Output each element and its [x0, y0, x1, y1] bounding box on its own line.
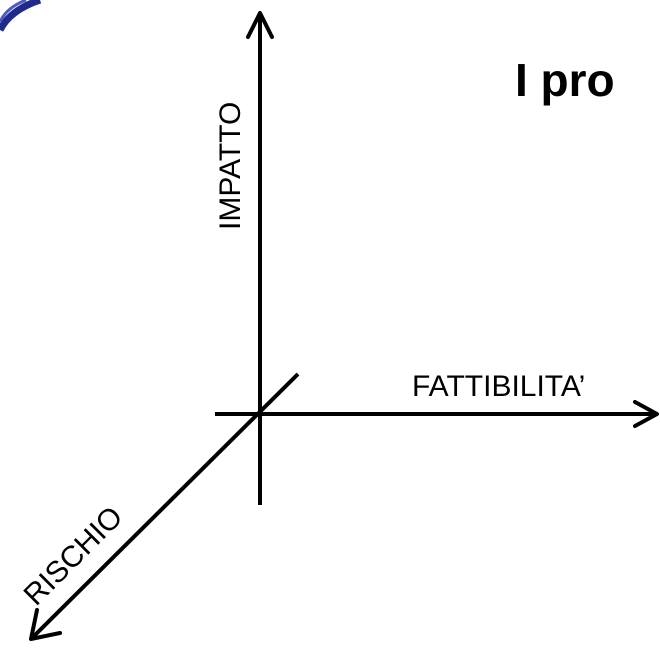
- diagonal-axis-line: [31, 372, 300, 639]
- horizontal-axis-arrow-icon: [633, 400, 659, 428]
- logo-fragment-icon: [0, 0, 42, 32]
- page-title: I pro: [515, 54, 615, 106]
- diagonal-axis-arrow-icon: [29, 608, 62, 641]
- vertical-axis-arrow-icon: [246, 11, 274, 39]
- horizontal-axis-label: FATTIBILITA’: [412, 370, 585, 403]
- vertical-axis-label: IMPATTO: [214, 102, 247, 230]
